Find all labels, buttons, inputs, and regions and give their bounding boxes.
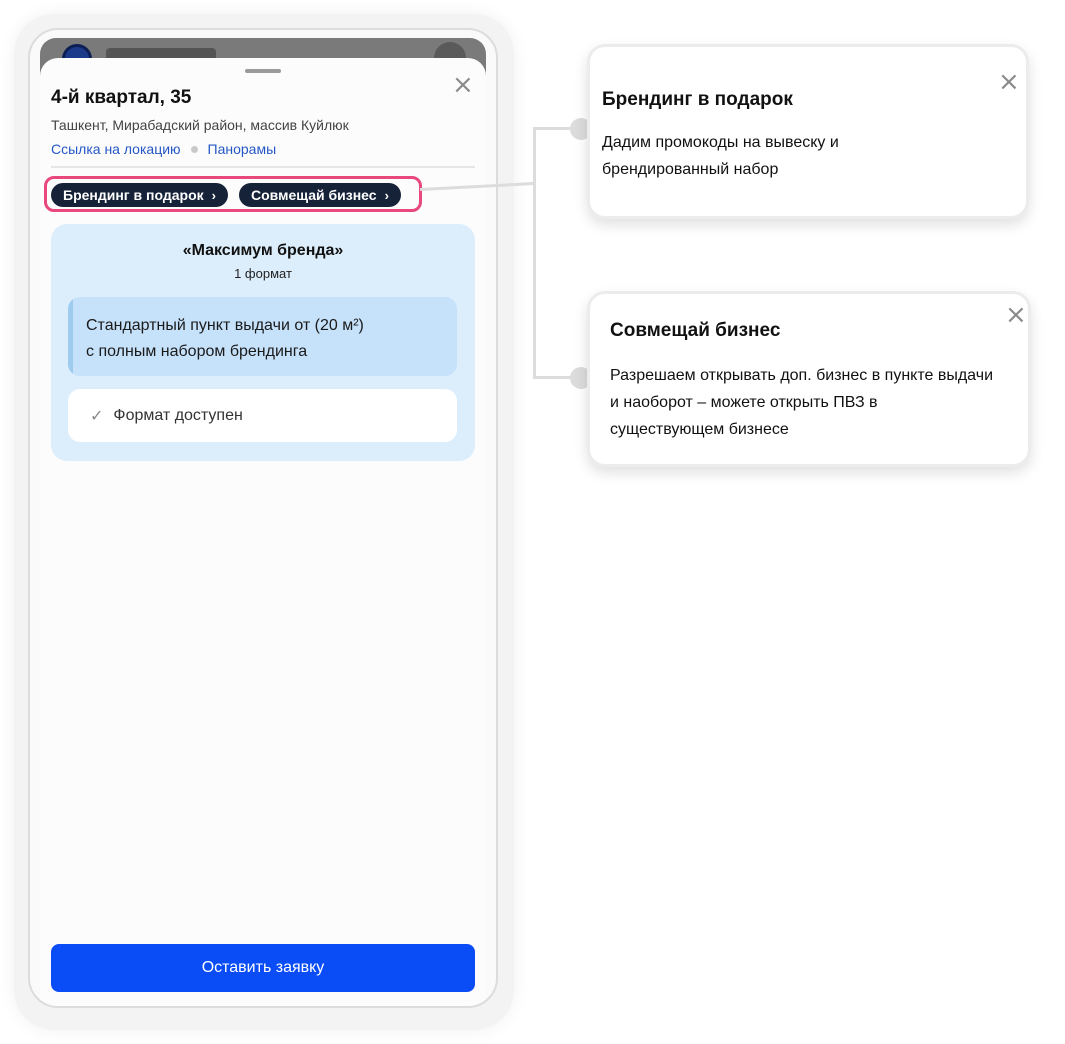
- tooltip-title: Совмещай бизнес: [610, 320, 781, 341]
- chip-branding-gift[interactable]: Брендинг в подарок ›: [51, 183, 228, 207]
- chips-highlight-frame: [44, 176, 422, 212]
- availability-text: Формат доступен: [113, 406, 243, 424]
- tooltip-line-2: брендированный набор: [602, 161, 779, 178]
- links-row: Ссылка на локацию Панорамы: [51, 141, 276, 157]
- close-icon[interactable]: ×: [1005, 300, 1027, 330]
- connector-dot: [570, 118, 592, 140]
- drag-handle[interactable]: [245, 69, 281, 73]
- format-line-1: Стандартный пункт выдачи от (20 м²): [86, 317, 364, 334]
- tooltip-branding-gift: × Брендинг в подарок Дадим промокоды на …: [587, 44, 1029, 219]
- address-title: 4-й квартал, 35: [51, 87, 192, 108]
- tooltip-body: Дадим промокоды на вывеску и брендирован…: [602, 129, 982, 183]
- format-option[interactable]: Стандартный пункт выдачи от (20 м²) с по…: [68, 297, 457, 376]
- close-icon[interactable]: ×: [998, 67, 1020, 97]
- location-link[interactable]: Ссылка на локацию: [51, 141, 181, 157]
- connector-line: [533, 127, 536, 379]
- chevron-right-icon: ›: [384, 187, 389, 203]
- phone-frame: × 4-й квартал, 35 Ташкент, Мирабадский р…: [28, 28, 498, 1008]
- format-accent-bar: [68, 297, 73, 376]
- tooltip-line-2: и наоборот – можете открыть ПВЗ в: [610, 394, 878, 411]
- connector-line: [533, 376, 579, 379]
- divider: [51, 166, 475, 168]
- tooltip-line-3: существующем бизнесе: [610, 421, 789, 438]
- panoramas-link[interactable]: Панорамы: [207, 141, 277, 157]
- tooltip-body: Разрешаем открывать доп. бизнес в пункте…: [610, 362, 1030, 443]
- availability-row: ✓ Формат доступен: [68, 389, 457, 442]
- tooltip-combine-business: × Совмещай бизнес Разрешаем открывать до…: [587, 291, 1031, 467]
- connector-dot: [570, 367, 592, 389]
- tooltip-line-1: Дадим промокоды на вывеску и: [602, 134, 839, 151]
- tooltip-line-1: Разрешаем открывать доп. бизнес в пункте…: [610, 367, 993, 384]
- chip-label: Брендинг в подарок: [63, 187, 204, 203]
- promo-title: «Максимум бренда»: [182, 242, 344, 259]
- location-sheet: × 4-й квартал, 35 Ташкент, Мирабадский р…: [40, 58, 486, 1006]
- promo-card: «Максимум бренда» 1 формат Стандартный п…: [51, 224, 475, 461]
- format-description: Стандартный пункт выдачи от (20 м²) с по…: [86, 313, 364, 365]
- separator-dot: [190, 145, 198, 153]
- tooltip-title: Брендинг в подарок: [602, 89, 793, 110]
- chip-label: Совмещай бизнес: [251, 187, 377, 203]
- chip-combine-business[interactable]: Совмещай бизнес ›: [239, 183, 401, 207]
- connector-line: [533, 127, 579, 130]
- checkmark-icon: ✓: [90, 406, 104, 425]
- promo-subtitle: 1 формат: [234, 266, 292, 281]
- close-icon[interactable]: ×: [452, 70, 474, 100]
- format-line-2: с полным набором брендинга: [86, 343, 308, 360]
- chevron-right-icon: ›: [211, 187, 216, 203]
- address-subtitle: Ташкент, Мирабадский район, массив Куйлю…: [51, 117, 349, 133]
- submit-request-button[interactable]: Оставить заявку: [51, 944, 475, 992]
